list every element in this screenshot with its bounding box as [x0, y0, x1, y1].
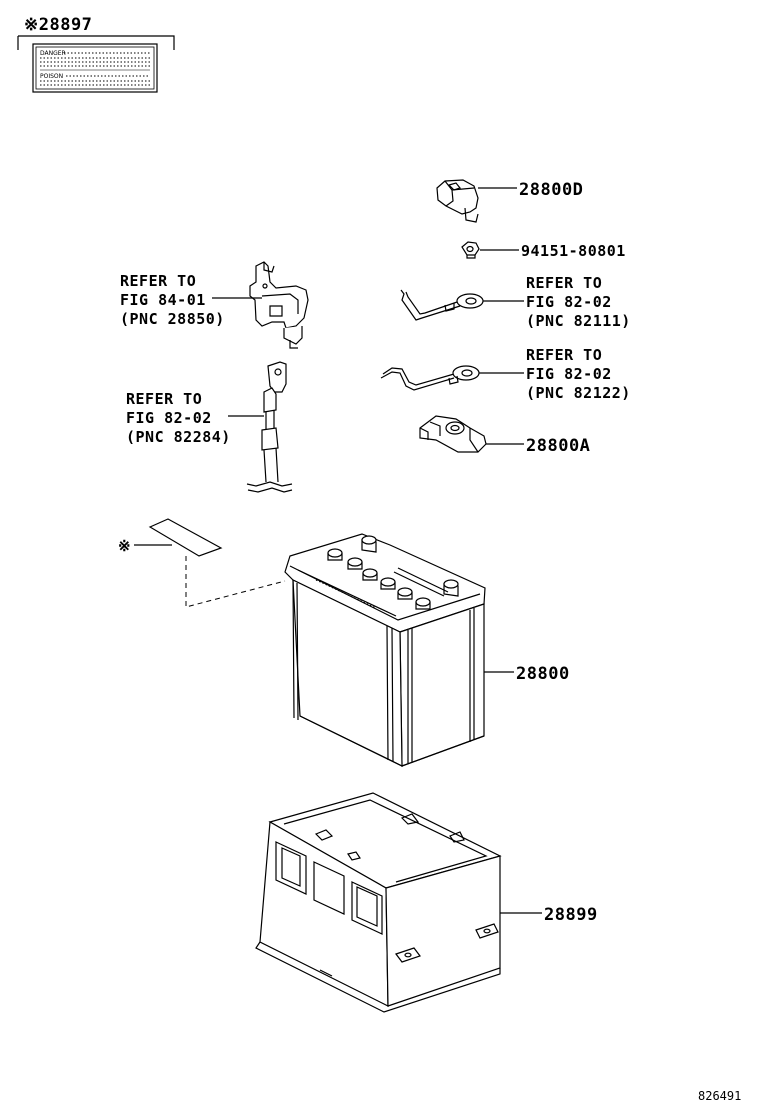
warning-label-sticker[interactable]: DANGER POISON	[32, 43, 158, 93]
cable-82284-drawing[interactable]	[246, 361, 293, 493]
label-28800A[interactable]: 28800A	[526, 436, 590, 456]
label-sticker-drawing[interactable]	[148, 518, 223, 557]
cable-82111-drawing[interactable]	[400, 289, 484, 321]
label-28800[interactable]: 28800	[516, 664, 570, 684]
label-nut[interactable]: 94151-80801	[521, 242, 626, 260]
header-bracket	[17, 35, 175, 50]
cable-82122-drawing[interactable]	[380, 365, 480, 391]
danger-text: DANGER	[40, 50, 66, 57]
label-28899[interactable]: 28899	[544, 905, 598, 925]
ref1-line3: (PNC 28850)	[120, 310, 225, 328]
label-28800D[interactable]: 28800D	[519, 180, 583, 200]
header-part-number[interactable]: ※28897	[24, 15, 92, 35]
ref2-line2[interactable]: FIG 82-02	[526, 293, 612, 311]
bracket-28850-drawing[interactable]	[249, 261, 309, 349]
ref4-line1: REFER TO	[126, 390, 202, 408]
terminal-cover-drawing[interactable]	[436, 179, 479, 223]
ref3-line3: (PNC 82122)	[526, 384, 631, 402]
ref2-line3: (PNC 82111)	[526, 312, 631, 330]
poison-text: POISON	[40, 73, 63, 80]
ref1-line1: REFER TO	[120, 272, 196, 290]
terminal-clamp-drawing[interactable]	[419, 415, 487, 453]
ref3-line2[interactable]: FIG 82-02	[526, 365, 612, 383]
label-position-dashline	[185, 556, 286, 608]
nut-drawing[interactable]	[461, 241, 480, 259]
ref4-line2[interactable]: FIG 82-02	[126, 409, 212, 427]
battery-drawing[interactable]	[284, 533, 486, 767]
label-marker[interactable]: ※	[118, 537, 131, 555]
diagram-id: 826491	[698, 1089, 741, 1103]
ref1-line2[interactable]: FIG 84-01	[120, 291, 206, 309]
ref2-line1: REFER TO	[526, 274, 602, 292]
tray-cover-drawing[interactable]	[255, 792, 502, 1013]
ref4-line3: (PNC 82284)	[126, 428, 231, 446]
ref3-line1: REFER TO	[526, 346, 602, 364]
